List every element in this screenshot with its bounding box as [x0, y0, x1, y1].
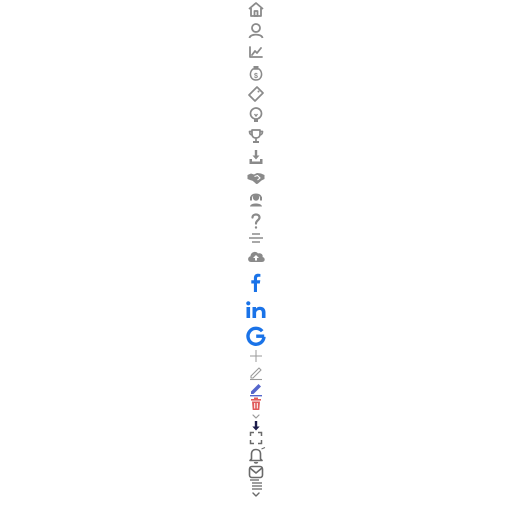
ticket-icon[interactable] [246, 84, 266, 104]
svg-text:$: $ [254, 73, 258, 80]
facebook-icon[interactable] [246, 272, 266, 292]
linkedin-icon[interactable] [246, 300, 266, 320]
chevron-down-icon[interactable] [246, 409, 266, 429]
menu-lines-icon[interactable] [246, 230, 266, 250]
user-icon[interactable] [246, 21, 266, 41]
chevron-down-icon[interactable] [246, 487, 266, 507]
edit-icon[interactable] [246, 362, 266, 382]
add-icon[interactable] [246, 346, 266, 366]
download-tray-icon[interactable] [246, 147, 266, 167]
edit-filled-icon[interactable] [246, 378, 266, 398]
support-agent-icon[interactable] [246, 189, 266, 209]
home-icon[interactable] [246, 0, 266, 20]
trophy-icon[interactable] [246, 126, 266, 146]
cloud-upload-icon[interactable] [246, 246, 266, 266]
lightbulb-icon[interactable] [246, 105, 266, 125]
chart-icon[interactable] [246, 42, 266, 62]
list-icon[interactable] [246, 475, 266, 495]
google-icon[interactable] [246, 326, 266, 346]
mail-icon[interactable] [246, 462, 266, 482]
delete-icon[interactable] [246, 394, 266, 414]
handshake-icon[interactable] [246, 168, 266, 188]
bell-icon[interactable] [246, 445, 266, 465]
question-icon[interactable] [246, 211, 266, 231]
fullscreen-icon[interactable] [246, 428, 266, 448]
money-bag-icon[interactable]: $ [246, 63, 266, 83]
arrow-down-icon[interactable] [246, 418, 266, 438]
